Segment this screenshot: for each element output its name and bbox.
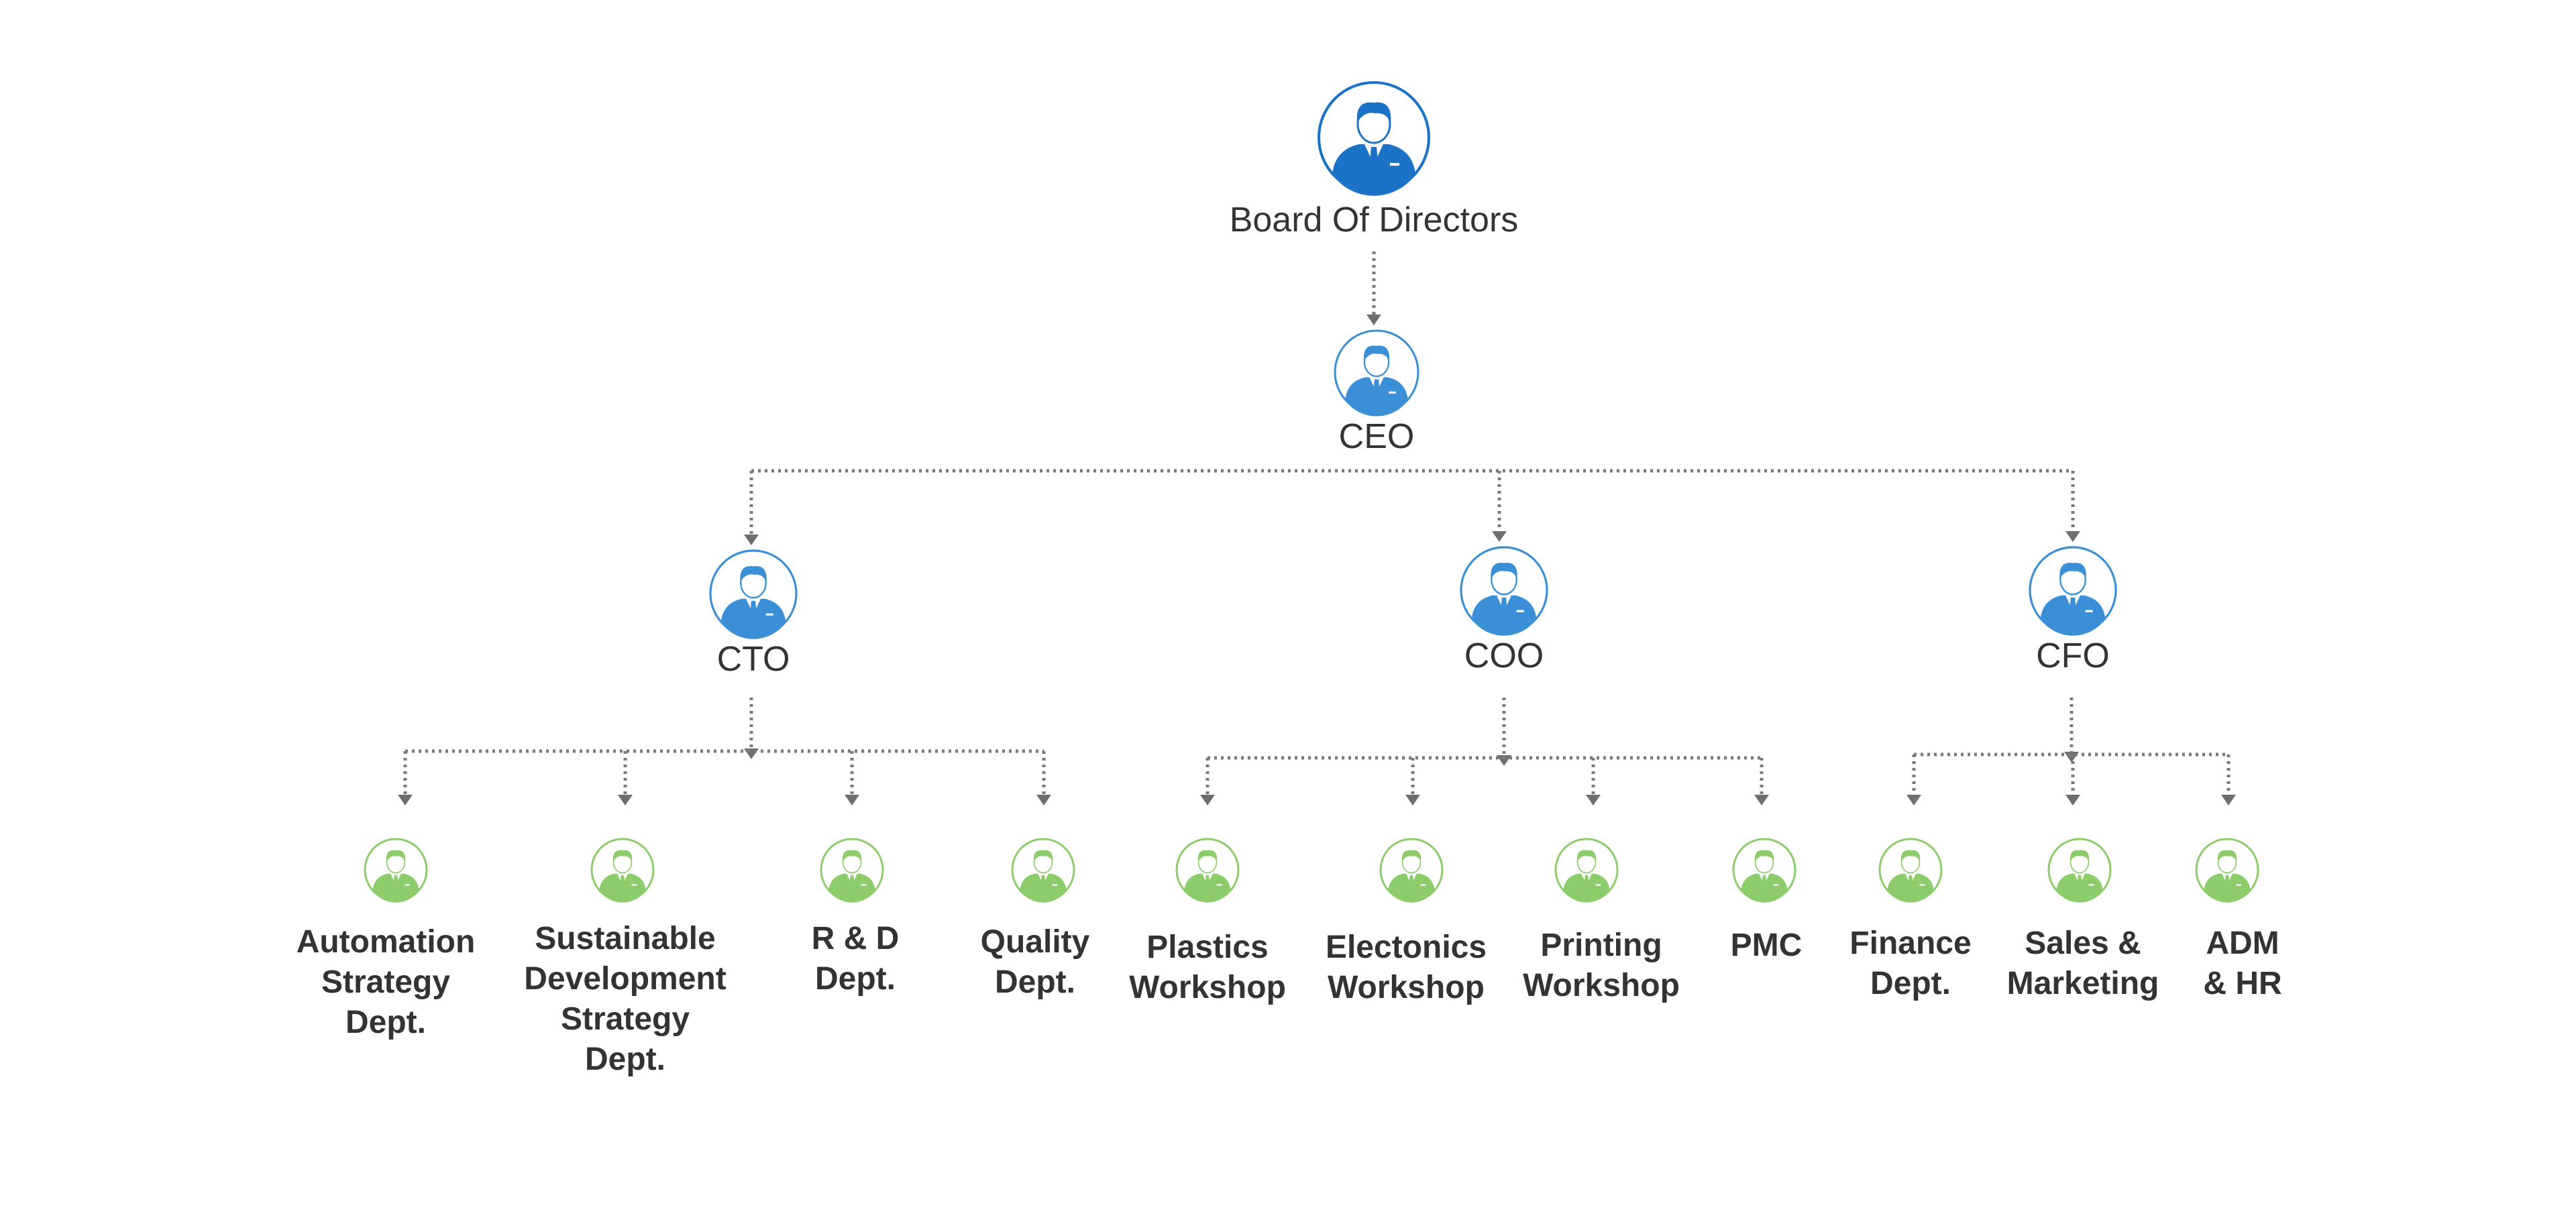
- cto-label: CTO: [717, 640, 790, 679]
- ceo-label: CEO: [1339, 417, 1415, 456]
- coo-dept-3-person-icon: [1732, 838, 1796, 903]
- cto-dept-2-label-line: R & D: [812, 921, 900, 956]
- coo-dept-2-arrow: [1586, 795, 1601, 805]
- cfo-dept-1-arrow: [2065, 795, 2080, 805]
- coo-dept-1-person-icon: [1379, 838, 1444, 903]
- coo-dept-0-label-line: Workshop: [1129, 970, 1286, 1005]
- cfo-dept-0-label-line: Finance: [1849, 926, 1971, 961]
- cto-dept-3-label-line: Dept.: [995, 964, 1075, 1000]
- cto-dept-2-label-line: Dept.: [815, 961, 896, 997]
- coo-dept-0-person-icon: [1175, 838, 1240, 903]
- cfo-person-icon: [2029, 546, 2117, 636]
- cfo-dept-1-label-line: Marketing: [2007, 966, 2159, 1001]
- ceo-to-cto-arrow: [744, 535, 759, 545]
- ceo-to-cfo-arrow: [2065, 531, 2080, 542]
- cfo-label: CFO: [2036, 636, 2110, 675]
- cfo-dept-2-arrow: [2221, 795, 2236, 805]
- cto-dept-3-label-line: Quality: [981, 924, 1090, 960]
- cto-dept-0-label-line: Strategy: [321, 964, 450, 1000]
- coo-dept-3-arrow: [1754, 795, 1769, 805]
- connector-layer: [398, 251, 2236, 805]
- cto-dept-2-person-icon: [820, 838, 884, 903]
- cto-dept-0-person-icon: [364, 838, 428, 903]
- coo-dept-2-label-line: Workshop: [1523, 968, 1680, 1003]
- coo-dept-0-arrow: [1200, 795, 1215, 805]
- cto-dept-0-label-line: Dept.: [345, 1005, 426, 1040]
- cto-dept-1-label-line: Strategy: [561, 1001, 690, 1037]
- coo-dept-1-label-line: Electonics: [1326, 930, 1487, 965]
- coo-dept-3-label-line: PMC: [1731, 928, 1803, 963]
- cto-dept-1-arrow: [618, 795, 633, 805]
- cfo-dept-2-label-line: ADM: [2206, 926, 2279, 961]
- cto-dept-0-label-line: Automation: [297, 924, 476, 960]
- cfo-dept-1-person-icon: [2047, 838, 2112, 903]
- coo-dept-2-label-line: Printing: [1540, 928, 1662, 963]
- coo-dept-0-label-line: Plastics: [1146, 930, 1268, 965]
- coo-dept-1-arrow: [1405, 795, 1420, 805]
- coo-drop-arrow: [1497, 755, 1511, 766]
- coo-person-icon: [1460, 546, 1548, 636]
- ceo-to-coo-arrow: [1492, 531, 1507, 542]
- cto-dept-1-person-icon: [590, 838, 655, 903]
- cfo-dept-0-person-icon: [1878, 838, 1943, 903]
- cto-dept-1-label-line: Development: [524, 961, 726, 997]
- cfo-dept-2-label-line: & HR: [2203, 966, 2282, 1001]
- ceo-person-icon: [1334, 329, 1419, 416]
- cto-dept-3-person-icon: [1011, 838, 1075, 903]
- coo-label: COO: [1464, 636, 1544, 675]
- cto-dept-0-arrow: [398, 795, 413, 805]
- cto-dept-2-arrow: [845, 795, 859, 805]
- cfo-dept-0-label-line: Dept.: [1870, 966, 1951, 1001]
- board-label: Board Of Directors: [1230, 201, 1519, 239]
- cto-dept-1-label-line: Sustainable: [535, 921, 715, 956]
- cto-person-icon: [709, 549, 798, 639]
- board-person-icon: [1317, 80, 1431, 196]
- board-to-ceo-arrow: [1366, 315, 1381, 325]
- cto-dept-3-arrow: [1036, 795, 1051, 805]
- cfo-dept-2-person-icon: [2195, 838, 2259, 903]
- cfo-dept-0-arrow: [1907, 795, 1921, 805]
- cto-dept-1-label-line: Dept.: [585, 1042, 665, 1077]
- coo-dept-1-label-line: Workshop: [1328, 970, 1485, 1005]
- cfo-dept-1-label-line: Sales &: [2025, 926, 2141, 961]
- coo-dept-2-person-icon: [1554, 838, 1619, 903]
